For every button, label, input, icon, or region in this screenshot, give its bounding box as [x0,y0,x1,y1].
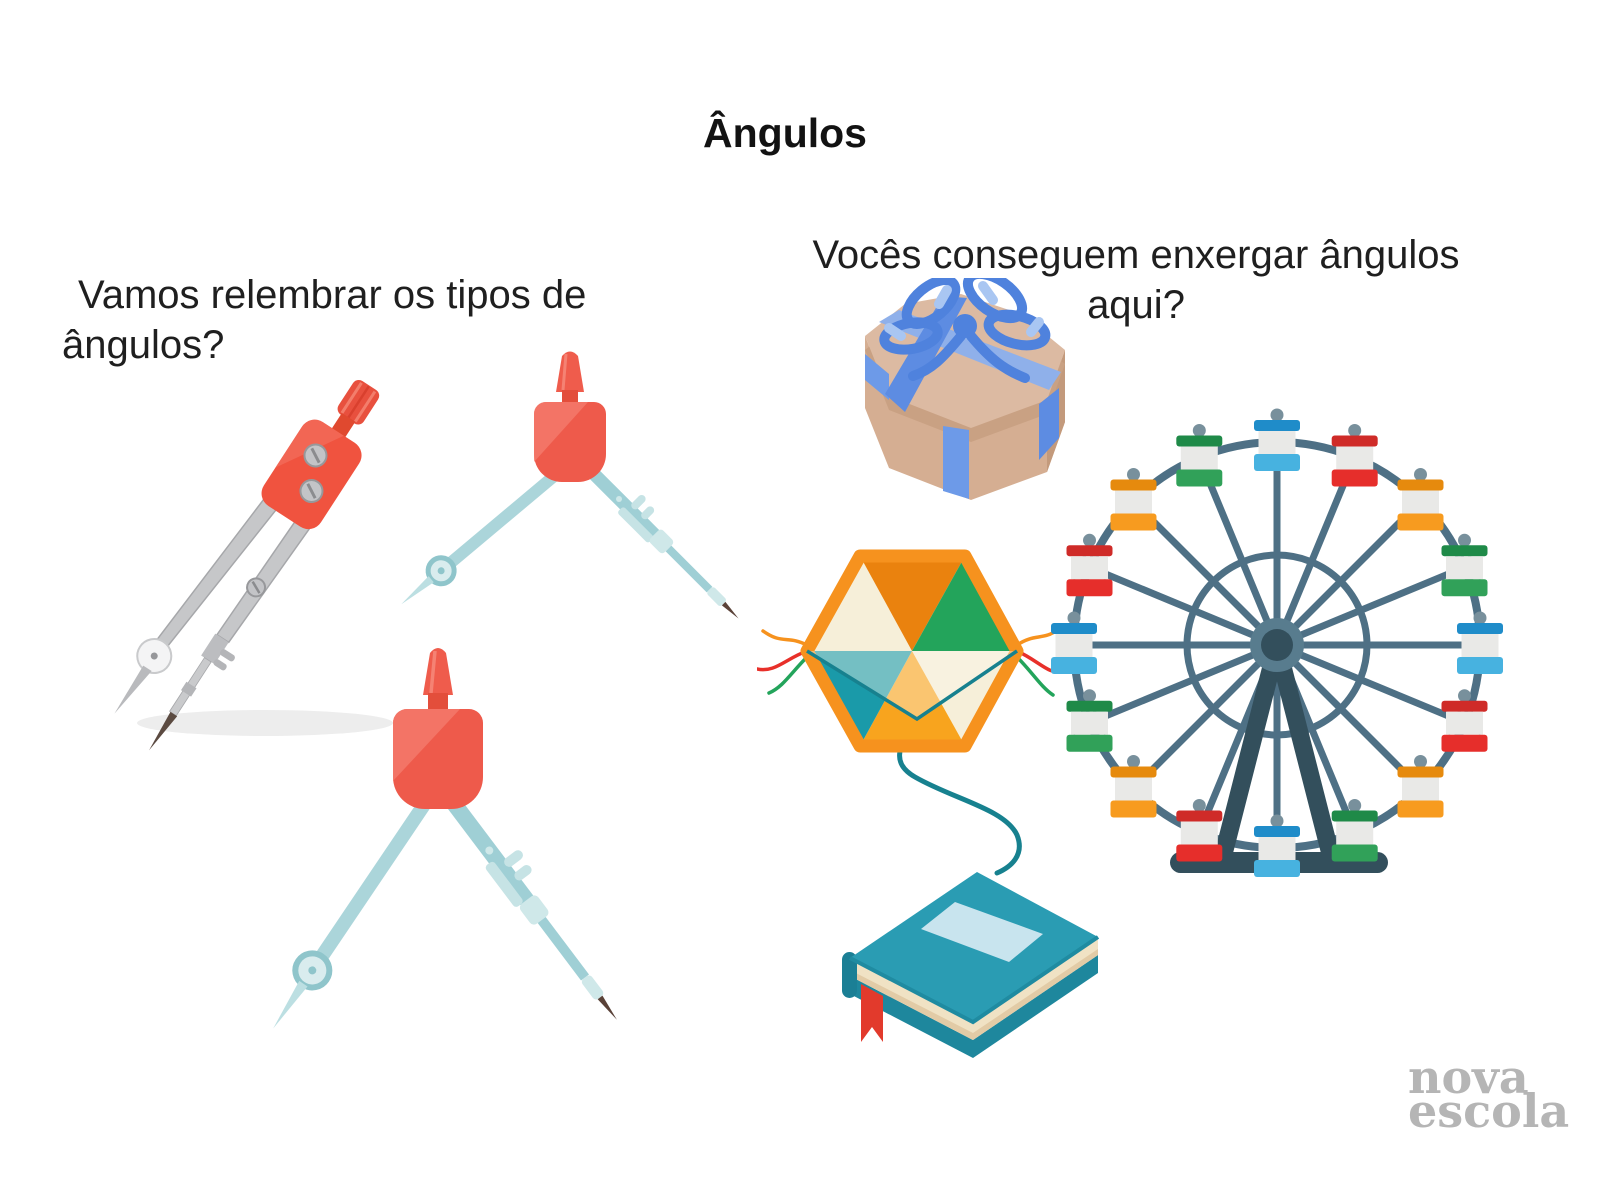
metal-compass-illustration [114,380,393,751]
metal-compass [114,380,380,751]
ferris-cabin-lightblue [1254,814,1300,877]
book-back-cover [850,955,1098,1058]
compass-right-leg [439,788,617,1020]
book-label [921,902,1043,962]
ferris-cabin-orange [1110,755,1157,818]
book [842,872,1100,1058]
ferris-cabin-red [1441,689,1488,752]
right-question: Vocês conseguem enxergar ângulos aqui? [788,230,1484,330]
gift-box-illustration [865,278,1065,500]
compass-head [261,419,362,530]
left-question-line2: ângulos? [62,323,225,367]
ferris-cabin-red [1066,533,1113,597]
compass-left-leg [273,789,438,1029]
left-question: Vamos relembrar os tipos de ângulos? [62,270,642,370]
watermark-line1: nova [1408,1050,1529,1104]
ferris-leg [1268,636,1340,865]
compass-shadow [137,710,393,736]
ferris-cabin-green [1331,799,1378,862]
watermark-line2: escola [1408,1084,1570,1138]
book-spine [842,952,857,998]
compass-head [534,351,606,482]
kite-illustration [757,549,1063,876]
ferris-cabin-green [1066,689,1113,752]
ferris-cabin-lightblue [1254,408,1300,471]
compass-left-leg [401,461,570,605]
kite-hexagon [800,549,1024,753]
ferris-cabin-red [1331,424,1378,487]
ferris-cabin-lightblue [1457,611,1503,674]
bookmark-ribbon [861,984,883,1042]
ferris-cabin-green [1176,424,1223,487]
kite [757,549,1063,876]
compass-right-leg [215,515,314,644]
ferris-cabin-orange [1397,468,1444,531]
ferris-leg [1214,636,1286,865]
right-question-line2: aqui? [1087,283,1185,327]
ferris-cabin-red [1176,799,1223,862]
left-question-line1: Vamos relembrar os tipos de [78,273,587,317]
kite-bridle [806,649,1018,722]
ferris-cabin-orange [1110,468,1157,531]
ferris-cabin-lightblue [1051,611,1097,674]
ferris-cabin-orange [1397,755,1444,818]
nova-escola-watermark: nova escola [1408,1050,1570,1138]
compass-head [393,648,483,809]
page-title: Ângulos [703,110,867,156]
ferris-cabin-green [1441,533,1488,597]
flat-compass-small-illustration [401,351,739,619]
gift-bow [879,278,1051,383]
right-question-line1: Vocês conseguem enxergar ângulos [812,233,1460,277]
ferris-wheel-illustration [1051,408,1503,877]
gift-box [865,278,1065,500]
book-illustration [842,872,1100,1058]
flat-compass-large-illustration [273,648,617,1029]
